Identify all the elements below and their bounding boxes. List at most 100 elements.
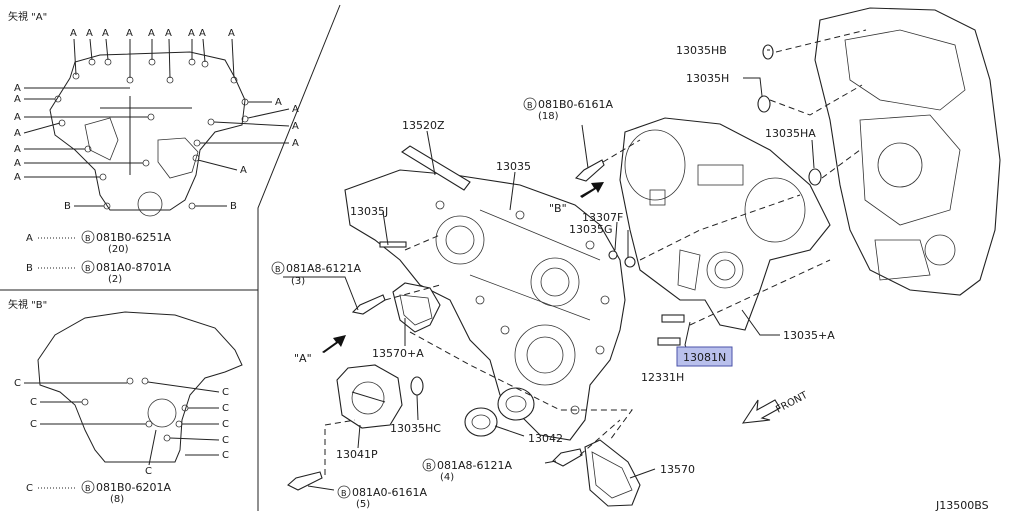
label-13307f[interactable]: 13307F: [582, 211, 623, 224]
svg-text:A: A: [292, 138, 299, 149]
svg-text:A: A: [14, 158, 21, 169]
view-b-seal-hole: [147, 398, 177, 428]
svg-text:A: A: [188, 28, 195, 39]
svg-text:A: A: [275, 97, 282, 108]
rear-timing-cover: [619, 117, 831, 331]
svg-text:B: B: [527, 101, 533, 110]
svg-text:A: A: [126, 28, 133, 39]
svg-text:081B0-6251A: 081B0-6251A: [96, 231, 172, 244]
svg-text:B: B: [275, 265, 281, 274]
label-front: FRONT: [774, 389, 810, 415]
svg-text:C: C: [30, 419, 37, 430]
label-bolt-081a0-6161a[interactable]: B 081A0-6161A (5): [337, 485, 427, 510]
svg-text:A: A: [26, 233, 33, 244]
svg-text:A: A: [14, 112, 21, 123]
svg-text:A: A: [199, 28, 206, 39]
highlight-box-13081n: [676, 346, 733, 367]
svg-text:B: B: [64, 201, 71, 212]
svg-text:A: A: [292, 121, 299, 132]
diagram-id: J13500BS: [935, 499, 989, 511]
label-13081n[interactable]: 13081N: [683, 351, 726, 364]
view-a-arrow: [322, 335, 346, 353]
view-a-top-callouts: A A A A A A A A A: [70, 28, 238, 84]
view-b-arrow: [580, 182, 604, 198]
svg-text:B: B: [85, 264, 91, 273]
svg-text:A: A: [70, 28, 77, 39]
svg-text:081B0-6201A: 081B0-6201A: [96, 481, 172, 494]
view-b-legend: C B 081B0-6201A (8): [26, 480, 172, 505]
label-bolt-081b0-6161a[interactable]: B 081B0-6161A (18): [523, 97, 614, 122]
svg-text:B: B: [341, 489, 347, 498]
svg-text:B: B: [426, 462, 432, 471]
svg-text:081A8-6121A: 081A8-6121A: [286, 262, 361, 275]
view-a-title: 矢視 "A": [8, 10, 47, 23]
svg-text:A: A: [14, 144, 21, 155]
svg-text:A: A: [165, 28, 172, 39]
label-13035hc[interactable]: 13035HC: [390, 422, 441, 435]
svg-text:A: A: [14, 83, 21, 94]
label-13035[interactable]: 13035: [496, 160, 531, 173]
svg-text:B: B: [85, 234, 91, 243]
label-view-a-arrow: "A": [294, 352, 312, 365]
svg-text:C: C: [222, 450, 229, 461]
label-bolt-081a8-6121a-top[interactable]: B 081A8-6121A (3): [271, 261, 361, 287]
label-13570a[interactable]: 13570+A: [372, 347, 424, 360]
svg-text:A: A: [14, 94, 21, 105]
label-13035g[interactable]: 13035G: [569, 223, 613, 236]
o-ring-13035hb: [762, 44, 774, 60]
svg-text:C: C: [145, 466, 152, 477]
oil-dipstick: [401, 145, 471, 191]
water-pump-cover: [336, 364, 403, 429]
label-13035hb[interactable]: 13035HB: [676, 44, 727, 57]
label-13042[interactable]: 13042: [528, 432, 563, 445]
label-12331h[interactable]: 12331H: [641, 371, 684, 384]
view-b-outline: [37, 311, 243, 463]
label-13520z[interactable]: 13520Z: [402, 119, 445, 132]
view-b-title: 矢視 "B": [8, 298, 47, 311]
svg-text:C: C: [222, 387, 229, 398]
svg-text:C: C: [222, 419, 229, 430]
gasket-bottom: [584, 439, 641, 507]
svg-text:B: B: [85, 484, 91, 493]
label-13035j[interactable]: 13035J: [350, 205, 388, 218]
bolts: [287, 159, 685, 491]
front-timing-cover: [344, 169, 626, 441]
svg-text:B: B: [26, 263, 33, 274]
svg-text:081A0-8701A: 081A0-8701A: [96, 261, 171, 274]
panel-divider: [0, 4, 341, 291]
view-a-outline: [49, 51, 246, 211]
o-ring-13035hc: [410, 376, 424, 396]
svg-text:081A0-6161A: 081A0-6161A: [352, 486, 427, 499]
alignment-lines: [324, 29, 867, 475]
svg-text:A: A: [240, 165, 247, 176]
svg-text:(3): (3): [291, 276, 305, 287]
label-13035h[interactable]: 13035H: [686, 72, 729, 85]
svg-text:(18): (18): [538, 111, 559, 122]
label-bolt-081a8-6121a-bottom[interactable]: B 081A8-6121A (4): [422, 458, 512, 483]
label-13035ha[interactable]: 13035HA: [765, 127, 816, 140]
svg-text:081A8-6121A: 081A8-6121A: [437, 459, 512, 472]
svg-text:C: C: [14, 378, 21, 389]
label-view-b-arrow: "B": [549, 202, 567, 215]
svg-text:A: A: [292, 104, 299, 115]
leader-lines: [283, 49, 815, 491]
front-oil-seal: [464, 407, 498, 437]
svg-text:(5): (5): [356, 499, 370, 510]
svg-text:C: C: [30, 397, 37, 408]
label-13035a[interactable]: 13035+A: [783, 329, 835, 342]
svg-text:A: A: [148, 28, 155, 39]
engine-block: [814, 7, 1001, 296]
label-13570[interactable]: 13570: [660, 463, 695, 476]
svg-text:(20): (20): [108, 244, 129, 255]
svg-text:(4): (4): [440, 472, 454, 483]
o-ring-13035h: [757, 95, 771, 113]
svg-text:A: A: [86, 28, 93, 39]
label-13041p[interactable]: 13041P: [336, 448, 378, 461]
view-a-left-callouts: A A A A A A A B: [14, 83, 155, 212]
view-b-inset: 矢視 "B" C C C C C C C C C C B 081B0-6201A…: [8, 298, 243, 505]
svg-text:C: C: [222, 435, 229, 446]
view-b-callouts: C C C C C C C C C: [14, 377, 229, 477]
svg-text:B: B: [230, 201, 237, 212]
